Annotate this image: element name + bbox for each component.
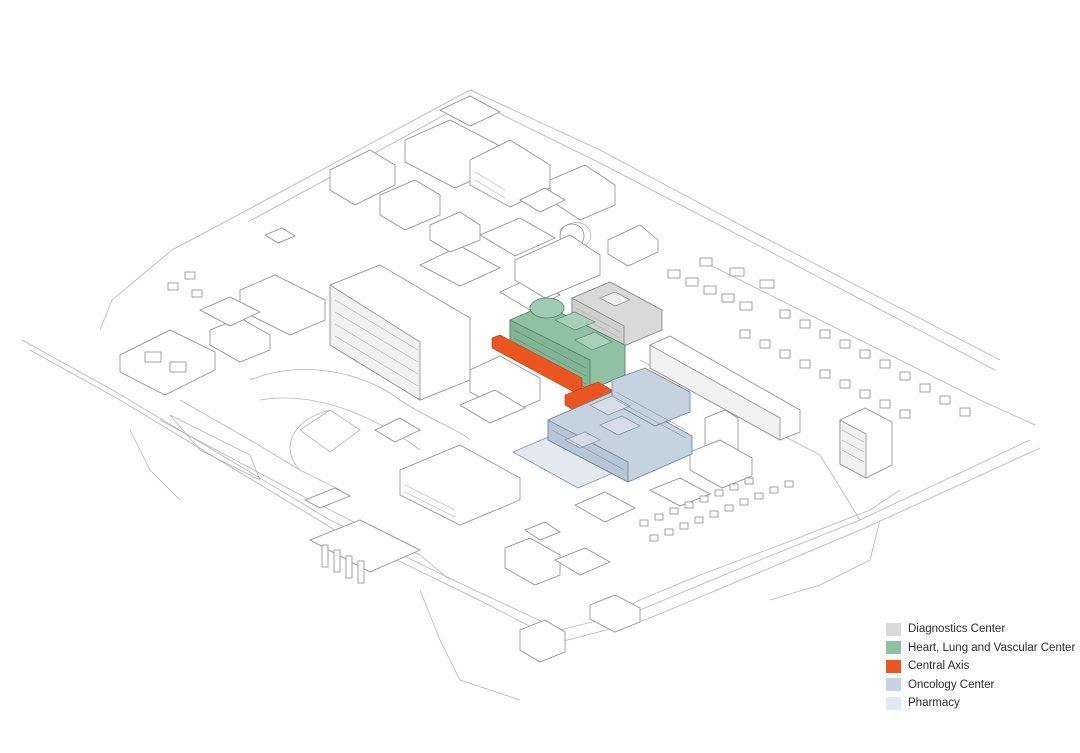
oncology-center-building: [547, 367, 693, 483]
legend-label: Pharmacy: [908, 697, 960, 710]
legend: Diagnostics Center Heart, Lung and Vascu…: [886, 620, 1076, 713]
legend-item-pharmacy: Pharmacy: [886, 694, 1076, 713]
legend-swatch: [886, 641, 901, 655]
legend-label: Diagnostics Center: [908, 623, 1006, 636]
legend-item-diagnostics-center: Diagnostics Center: [886, 620, 1076, 639]
legend-label: Heart, Lung and Vascular Center: [908, 641, 1076, 654]
legend-item-oncology-center: Oncology Center: [886, 676, 1076, 695]
legend-swatch: [886, 696, 901, 710]
legend-swatch: [886, 678, 901, 692]
legend-label: Central Axis: [908, 660, 970, 673]
legend-swatch: [886, 659, 901, 673]
context-buildings: [119, 95, 971, 663]
legend-item-central-axis: Central Axis: [886, 657, 1076, 676]
legend-label: Oncology Center: [908, 678, 995, 691]
legend-item-heart-lung-vascular-center: Heart, Lung and Vascular Center: [886, 639, 1076, 658]
legend-swatch: [886, 622, 901, 636]
